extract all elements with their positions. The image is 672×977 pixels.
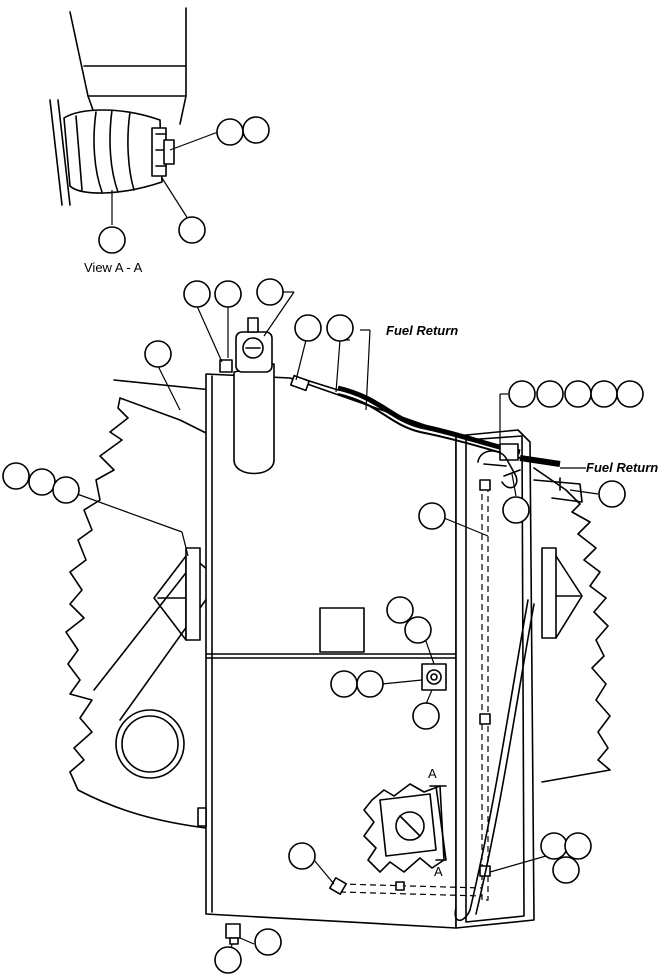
left-mount-bracket bbox=[153, 547, 201, 641]
balloon-right-lower-3 bbox=[552, 856, 580, 884]
balloon-top-5 bbox=[326, 314, 354, 342]
balloon-top-3 bbox=[256, 278, 284, 306]
section-mark-top: A bbox=[428, 766, 437, 781]
fuel-return-label-right: Fuel Return bbox=[586, 460, 658, 475]
balloon-fuel-return-right bbox=[598, 480, 626, 508]
detail-leaders bbox=[111, 131, 219, 225]
balloon-left-group-3 bbox=[52, 476, 80, 504]
balloon-right-group-1 bbox=[508, 380, 536, 408]
fuel-sender bbox=[421, 663, 447, 691]
balloon-right-lower-2 bbox=[564, 832, 592, 860]
hose-loop bbox=[454, 599, 535, 922]
fuel-tank bbox=[197, 373, 535, 929]
section-cutout bbox=[363, 783, 447, 873]
balloon-bottom-tube bbox=[288, 842, 316, 870]
callout-balloons bbox=[2, 278, 644, 974]
balloon-drain-2 bbox=[254, 928, 282, 956]
leader-lines bbox=[65, 291, 599, 957]
balloon-right-group-5 bbox=[616, 380, 644, 408]
fuel-return-label-top: Fuel Return bbox=[386, 323, 458, 338]
balloon-top-4 bbox=[294, 314, 322, 342]
balloon-right-group-4 bbox=[590, 380, 618, 408]
balloon-top-1 bbox=[183, 280, 211, 308]
balloon-inner-tube bbox=[418, 502, 446, 530]
drain-fitting bbox=[225, 923, 241, 945]
balloon-left-group-1 bbox=[2, 462, 30, 490]
balloon-left-upper bbox=[144, 340, 172, 368]
balloon-sender-bottom bbox=[412, 702, 440, 730]
balloon-sender-1 bbox=[386, 596, 414, 624]
balloon-sender-left-2 bbox=[356, 670, 384, 698]
right-mount-bracket bbox=[541, 547, 583, 639]
balloon-right-group-2 bbox=[536, 380, 564, 408]
detail-view-a-a bbox=[49, 7, 187, 206]
balloon-sender-2 bbox=[404, 616, 432, 644]
balloon-drain-1 bbox=[214, 946, 242, 974]
balloon-left-group-2 bbox=[28, 468, 56, 496]
balloon-detail-right-1 bbox=[216, 118, 244, 146]
balloon-detail-lower-right bbox=[178, 216, 206, 244]
balloon-detail-right-2 bbox=[242, 116, 270, 144]
section-mark-bottom: A bbox=[434, 864, 443, 879]
balloon-fitting-lower bbox=[502, 496, 530, 524]
balloon-detail-bottom bbox=[98, 226, 126, 254]
balloon-right-lower-1 bbox=[540, 832, 568, 860]
right-upper-fittings bbox=[477, 443, 561, 489]
filler-neck bbox=[219, 317, 275, 475]
balloon-top-2 bbox=[214, 280, 242, 308]
balloon-sender-left-1 bbox=[330, 670, 358, 698]
balloon-right-group-3 bbox=[564, 380, 592, 408]
view-caption: View A - A bbox=[84, 260, 143, 275]
